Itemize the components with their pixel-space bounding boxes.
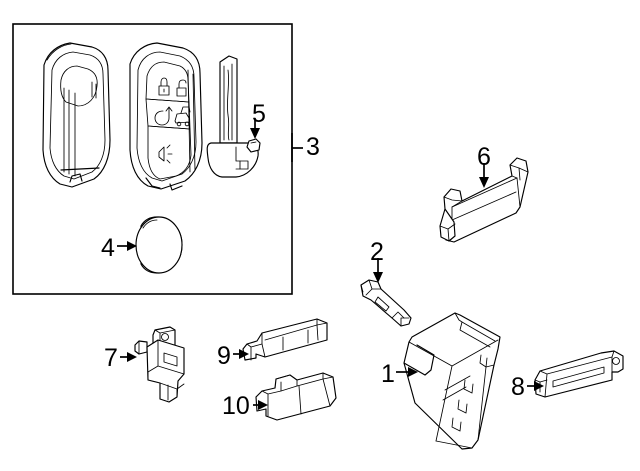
receiver-antenna-module-part xyxy=(534,350,624,398)
callout-label-6: 6 xyxy=(477,143,491,171)
interior-antenna-small-part xyxy=(242,318,328,361)
leader-8 xyxy=(527,381,544,391)
callout-label-9: 9 xyxy=(217,342,231,370)
callout-label-5: 5 xyxy=(252,100,266,128)
leader-10 xyxy=(253,400,268,410)
leader-9 xyxy=(233,349,249,359)
fob-front-with-buttons xyxy=(129,42,203,191)
fob-battery-part xyxy=(135,216,183,274)
antenna-sensor-front-part xyxy=(360,279,412,327)
remote-start-button-icon xyxy=(154,106,173,126)
leader-7 xyxy=(120,352,137,362)
leader-1 xyxy=(396,367,418,377)
leader-4 xyxy=(117,241,137,251)
callout-label-1: 1 xyxy=(381,360,395,388)
key-retainer-clip xyxy=(246,138,261,153)
interior-antenna-large-part xyxy=(255,372,337,421)
unlock-button-icon xyxy=(176,79,187,97)
leader-2 xyxy=(373,258,383,283)
trunk-button-icon xyxy=(174,106,191,127)
antenna-with-bracket-part xyxy=(134,326,185,403)
body-control-module-part xyxy=(403,312,501,450)
leader-3 xyxy=(291,133,303,162)
leader-6 xyxy=(479,163,489,188)
callout-label-10: 10 xyxy=(222,392,250,420)
callout-label-3: 3 xyxy=(306,133,320,161)
leader-5 xyxy=(250,118,260,139)
callout-label-4: 4 xyxy=(101,234,115,262)
callout-label-7: 7 xyxy=(104,344,118,372)
panic-button-icon xyxy=(158,144,173,164)
lock-button-icon xyxy=(158,77,170,96)
fob-back-shell xyxy=(42,42,111,188)
callout-label-2: 2 xyxy=(370,238,384,266)
callout-label-8: 8 xyxy=(511,373,525,401)
emergency-key-blade xyxy=(206,55,261,178)
antenna-bracket-part xyxy=(439,157,529,243)
